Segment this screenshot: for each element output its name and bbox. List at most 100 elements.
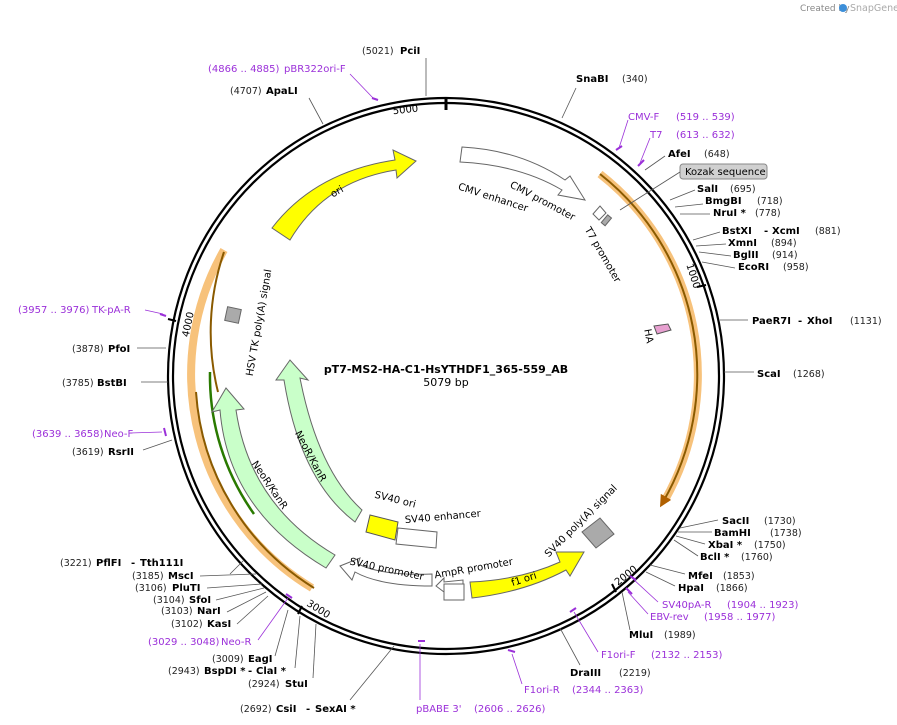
site-msci: MscI [168,571,194,582]
svg-text:(613 .. 632): (613 .. 632) [676,130,735,141]
hsv-tk-polya-box [224,306,242,324]
svg-text:(2943): (2943) [168,666,200,677]
site-apali: ApaLI [266,86,298,97]
primer-neo-f: Neo-F [104,429,134,440]
primers: (4866 .. 4885) pBR322ori-F CMV-F (519 ..… [18,64,799,715]
svg-text:(1738): (1738) [770,528,802,539]
site-xcmi: XcmI [772,226,800,237]
svg-text:(3639 .. 3658): (3639 .. 3658) [32,429,104,440]
ha-tag [653,323,672,335]
site-xbai: XbaI * [708,540,743,551]
svg-text:-: - [798,316,802,327]
credit-prefix: Created by [800,4,850,14]
orf-arc-left [195,391,315,589]
svg-text:(4707): (4707) [230,86,262,97]
site-xmni: XmnI [728,238,757,249]
svg-text:(3221): (3221) [60,558,92,569]
orf-arc-left-top [209,251,225,393]
kozak-label: Kozak sequence [685,167,766,178]
svg-text:(881): (881) [815,226,841,237]
svg-text:(3103): (3103) [161,606,193,617]
svg-text:-: - [131,558,135,569]
right-sites: SnaBI (340) AfeI (648) SalI (695) BmgBI … [559,74,882,679]
svg-text:(2606 .. 2626): (2606 .. 2626) [474,704,546,715]
feature-sv40-enhancer: SV40 enhancer [404,508,482,526]
svg-text:(1131): (1131) [850,316,882,327]
site-bmgbi: BmgBI [705,196,742,207]
svg-text:(3957 .. 3976): (3957 .. 3976) [18,305,90,316]
svg-text:-: - [248,666,252,677]
svg-text:(2219): (2219) [619,668,651,679]
kozak-box [600,214,613,227]
svg-text:(958): (958) [783,262,809,273]
site-hpai: HpaI [678,583,704,594]
svg-text:(1730): (1730) [764,516,796,527]
svg-text:(3104): (3104) [153,595,185,606]
svg-text:(3185): (3185) [132,571,164,582]
primer-pbabe-3: pBABE 3' [416,704,462,715]
orf-arc-right [599,173,699,508]
kozak-leader [619,171,681,211]
orf-arc-left-glow [187,248,315,592]
sv40-polya-box [581,517,615,549]
svg-text:(2924): (2924) [248,679,280,690]
sv40-ori-box [365,514,399,541]
primer-ebv-rev: EBV-rev [650,612,689,623]
primer-neo-r: Neo-R [221,637,252,648]
site-bglii: BglII [733,250,759,261]
primer-cmv-f: CMV-F [628,112,659,123]
site-mfei: MfeI [688,571,713,582]
svg-text:(2692): (2692) [240,704,272,715]
plasmid-name: pT7-MS2-HA-C1-HsYTHDF1_365-559_AB [324,363,568,376]
svg-text:(2132 .. 2153): (2132 .. 2153) [651,650,723,661]
ori-arrow [271,149,417,241]
primer-t7: T7 [649,130,662,141]
site-bspdi: BspDI * [204,666,246,677]
svg-text:(4866 .. 4885): (4866 .. 4885) [208,64,280,75]
svg-text:(1750): (1750) [754,540,786,551]
primer-tk-pa-r: TK-pA-R [91,305,131,316]
svg-text:(1268): (1268) [793,369,825,380]
site-nari: NarI [197,606,221,617]
snapgene-logo-icon [839,4,847,12]
ruler-2000: 2000 [613,564,640,588]
svg-text:(3619): (3619) [72,447,104,458]
site-pcii: PciI [400,46,420,57]
ruler-5000: 5000 [392,104,418,118]
svg-text:(3009): (3009) [212,654,244,665]
cmv-promoter-arrow [459,146,587,201]
site-tth111i: Tth111I [140,558,183,569]
feature-ha: HA [641,328,654,344]
site-afei: AfeI [668,149,691,160]
site-rsrii: RsrII [108,447,134,458]
site-ecori: EcoRI [738,262,769,273]
svg-text:-: - [306,704,310,715]
sv40-promoter-arrow [339,557,433,587]
svg-text:(5021): (5021) [362,46,394,57]
site-mlui: MluI [629,630,653,641]
svg-text:(3878): (3878) [72,344,104,355]
site-sexai: SexAI * [315,704,356,715]
site-snabi: SnaBI [576,74,608,85]
site-csii: CsiI [276,704,296,715]
kozak-label-box [679,163,768,180]
svg-text:(648): (648) [704,149,730,160]
svg-text:(3106): (3106) [135,583,167,594]
ampr-promoter-box [443,583,465,601]
site-bstbi: BstBI [97,378,127,389]
t7-promoter-arrow [592,205,607,221]
svg-text:(914): (914) [772,250,798,261]
svg-text:(3785): (3785) [62,378,94,389]
svg-text:(340): (340) [622,74,648,85]
svg-text:(1958 .. 1977): (1958 .. 1977) [704,612,776,623]
svg-text:(1866): (1866) [716,583,748,594]
svg-text:(1989): (1989) [664,630,696,641]
svg-text:(519 .. 539): (519 .. 539) [676,112,735,123]
site-pluti: PluTI [172,583,200,594]
neo-arrow-inner [275,359,363,523]
left-sites: (5021) PciI (4707) ApaLI (3878) PfoI (37… [60,46,427,715]
f1-ori-arrow [469,551,585,599]
site-nrui: NruI * [713,208,747,219]
site-clai: ClaI * [256,666,287,677]
